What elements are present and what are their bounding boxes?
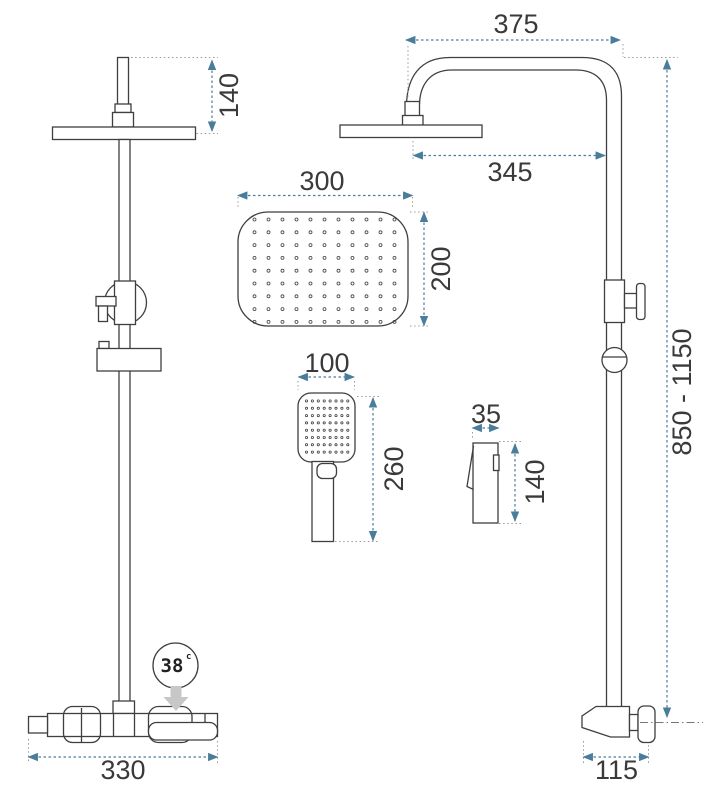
slider-knob	[635, 282, 646, 321]
dim-mixer-width: 330	[27, 739, 219, 785]
temperature-grip	[147, 721, 219, 741]
hand-shower-front-view	[297, 392, 356, 543]
wall-flange	[637, 705, 656, 744]
mixer-left-stub	[27, 715, 49, 734]
dim-label-hand-shower-width: 100	[304, 348, 349, 378]
dim-hand-shower-width: 100	[297, 348, 356, 390]
rain-head-nozzles	[252, 217, 397, 324]
dim-arm-reach: 375	[404, 9, 624, 97]
temp-display-value: 38	[161, 655, 184, 677]
soap-shelf	[96, 347, 162, 372]
riser-pipe-top	[116, 56, 130, 106]
dim-hand-shower-thickness: 35	[471, 399, 501, 440]
dim-label-rain-head-width: 300	[299, 166, 344, 196]
dim-label-head-drop: 140	[214, 73, 244, 118]
dim-wall-offset: 115	[582, 741, 650, 785]
hand-shower-side-face	[466, 445, 475, 491]
dim-label-column-height: 850 - 1150	[667, 328, 697, 455]
dim-hand-shower-head-height: 140	[499, 441, 550, 524]
hand-shower-handle	[311, 460, 335, 543]
shelf-clamp	[98, 340, 110, 350]
pointer-down-arrow-icon	[163, 686, 189, 711]
hand-shower-nozzles	[304, 399, 350, 454]
rain-head-top-view	[237, 211, 409, 327]
shower-arm-outer	[405, 56, 623, 706]
diverter-lever-arm	[95, 295, 117, 307]
dim-rain-head-depth: 200	[410, 211, 456, 327]
rain-head-side	[339, 124, 483, 139]
dim-label-arm-reach: 375	[493, 9, 538, 39]
rain-head-front	[51, 126, 197, 141]
dim-label-rain-head-depth: 200	[426, 246, 456, 291]
dim-column-height: 850 - 1150	[624, 57, 697, 719]
hand-shower-side-view	[466, 442, 500, 524]
elbow-connector	[628, 713, 639, 732]
dim-arm-to-head: 345	[412, 141, 607, 187]
arm-nut	[404, 100, 421, 117]
dim-hand-shower-height: 260	[335, 396, 409, 542]
pipe-ring	[114, 103, 132, 114]
diverter-lever-grip	[97, 305, 109, 323]
dim-label-hand-shower-thickness: 35	[471, 399, 501, 429]
slider-knob-stem	[623, 292, 638, 309]
front-view: 38 c	[27, 56, 219, 744]
dim-label-arm-to-head: 345	[487, 157, 532, 187]
dim-rain-head-width: 300	[236, 166, 414, 209]
temp-display-unit: c	[186, 652, 191, 662]
hand-shower-button	[316, 462, 338, 480]
hand-shower-holder	[601, 346, 628, 374]
dim-label-hand-shower-height: 260	[379, 446, 409, 491]
riser-pipe-main	[118, 138, 131, 705]
hand-shower-side-button	[492, 454, 500, 472]
slider-bracket	[603, 279, 626, 324]
dim-label-wall-offset: 115	[595, 755, 638, 785]
diverter-body	[113, 280, 137, 326]
head-connector	[111, 111, 135, 128]
wall-elbow	[581, 705, 631, 738]
mixer-left-handle	[62, 705, 102, 744]
dim-label-mixer-width: 330	[100, 755, 145, 785]
dim-head-drop: 140	[131, 57, 244, 134]
dim-label-hand-shower-head-height: 140	[520, 459, 550, 504]
shower-arm-inner	[418, 69, 608, 706]
side-view	[339, 56, 703, 744]
mixer-collar	[112, 700, 136, 715]
